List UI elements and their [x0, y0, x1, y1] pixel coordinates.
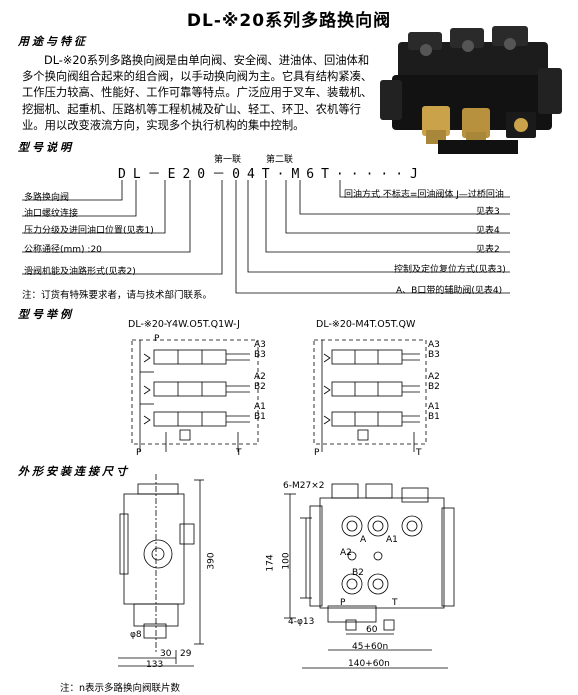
left-label-2: 油口螺纹连接	[24, 209, 79, 219]
section-example-heading: 型号举例	[18, 308, 74, 321]
valve-photo	[380, 26, 562, 154]
port-t: T	[392, 598, 398, 608]
port-a: A	[360, 535, 367, 545]
ex1-port-a3: A3	[254, 340, 266, 350]
ex2-port-t: T	[416, 448, 422, 458]
description-text: DL-※20系列多路换向阀是由单向阀、安全阀、进油体、回油体和多个换向阀组合起来…	[22, 54, 373, 132]
left-label-1: 多路换向阀	[24, 193, 70, 203]
ex1-port-b1: B1	[254, 412, 266, 422]
right-label-5: 控制及定位复位方式(见表3)	[394, 265, 506, 275]
ex1-port-a1: A1	[254, 402, 266, 412]
first-unit-label: 第一联	[214, 155, 242, 165]
dim-width: 133	[146, 660, 164, 670]
model-code: DL－E20－04T·M6T·····J	[118, 167, 425, 182]
dim-height: 390	[206, 552, 217, 570]
port-p: P	[340, 598, 346, 608]
ex1-port-t: T	[236, 448, 242, 458]
right-label-1: 回油方式 不标志=回油阀体 J—过桥回油	[344, 190, 504, 200]
right-label-2: 见表3	[476, 207, 500, 217]
port-a2: A2	[340, 548, 352, 558]
dim-thread: 6-M27×2	[283, 481, 325, 491]
ex2-port-a1: A1	[428, 402, 440, 412]
port-a1: A1	[386, 535, 398, 545]
dimension-note: 注：n表示多路换向阀联片数	[60, 683, 181, 694]
ex1-port-b2: B2	[254, 382, 266, 392]
ex2-port-p: P	[314, 448, 320, 458]
right-label-3: 见表4	[476, 226, 500, 236]
dim-60: 60	[366, 625, 378, 635]
ex2-port-b2: B2	[428, 382, 440, 392]
dim-phi8: φ8	[130, 630, 142, 640]
model-code-leaders	[22, 180, 510, 294]
ex2-port-b1: B1	[428, 412, 440, 422]
left-label-3: 压力分级及进回油口位置(见表1)	[24, 226, 154, 236]
left-label-5: 滑阀机能及油路形式(见表2)	[24, 267, 136, 277]
section-usage-heading: 用途与特征	[18, 35, 88, 48]
dim-30: 30	[160, 649, 172, 659]
dim-29: 29	[180, 649, 192, 659]
page-title: DL-※20系列多路换向阀	[186, 11, 392, 31]
right-label-4: 见表2	[476, 245, 500, 255]
example-1-title: DL-※20-Y4W.O5T.Q1W-J	[128, 319, 240, 330]
right-label-6: A、B口带的辅助阀(见表4)	[396, 286, 503, 296]
dim-174: 174	[265, 554, 276, 572]
hydraulic-schematics	[131, 339, 427, 452]
ex1-port-b3: B3	[254, 350, 266, 360]
side-view-drawing	[118, 474, 204, 667]
dim-w1: 45+60n	[352, 642, 389, 652]
front-view-drawing	[284, 483, 455, 669]
left-label-4: 公称通径(mm) :20	[24, 245, 102, 255]
dim-w2: 140+60n	[348, 659, 390, 669]
ex2-port-b3: B3	[428, 350, 440, 360]
example-2-title: DL-※20-M4T.O5T.QW	[316, 319, 416, 330]
ex1-port-p: P	[136, 448, 142, 458]
dim-holes: 4-φ13	[288, 617, 315, 627]
order-note: 注：订货有特殊要求者，请与技术部门联系。	[22, 290, 213, 301]
section-model-heading: 型号说明	[18, 141, 74, 154]
port-b2: B2	[352, 568, 364, 578]
ex2-port-a2: A2	[428, 372, 440, 382]
dim-100: 100	[281, 552, 292, 570]
ex1-port-top-p: P	[154, 334, 160, 344]
second-unit-label: 第二联	[266, 155, 294, 165]
ex2-port-a3: A3	[428, 340, 440, 350]
ex1-port-a2: A2	[254, 372, 266, 382]
section-dimensions-heading: 外形安装连接尺寸	[18, 465, 130, 478]
